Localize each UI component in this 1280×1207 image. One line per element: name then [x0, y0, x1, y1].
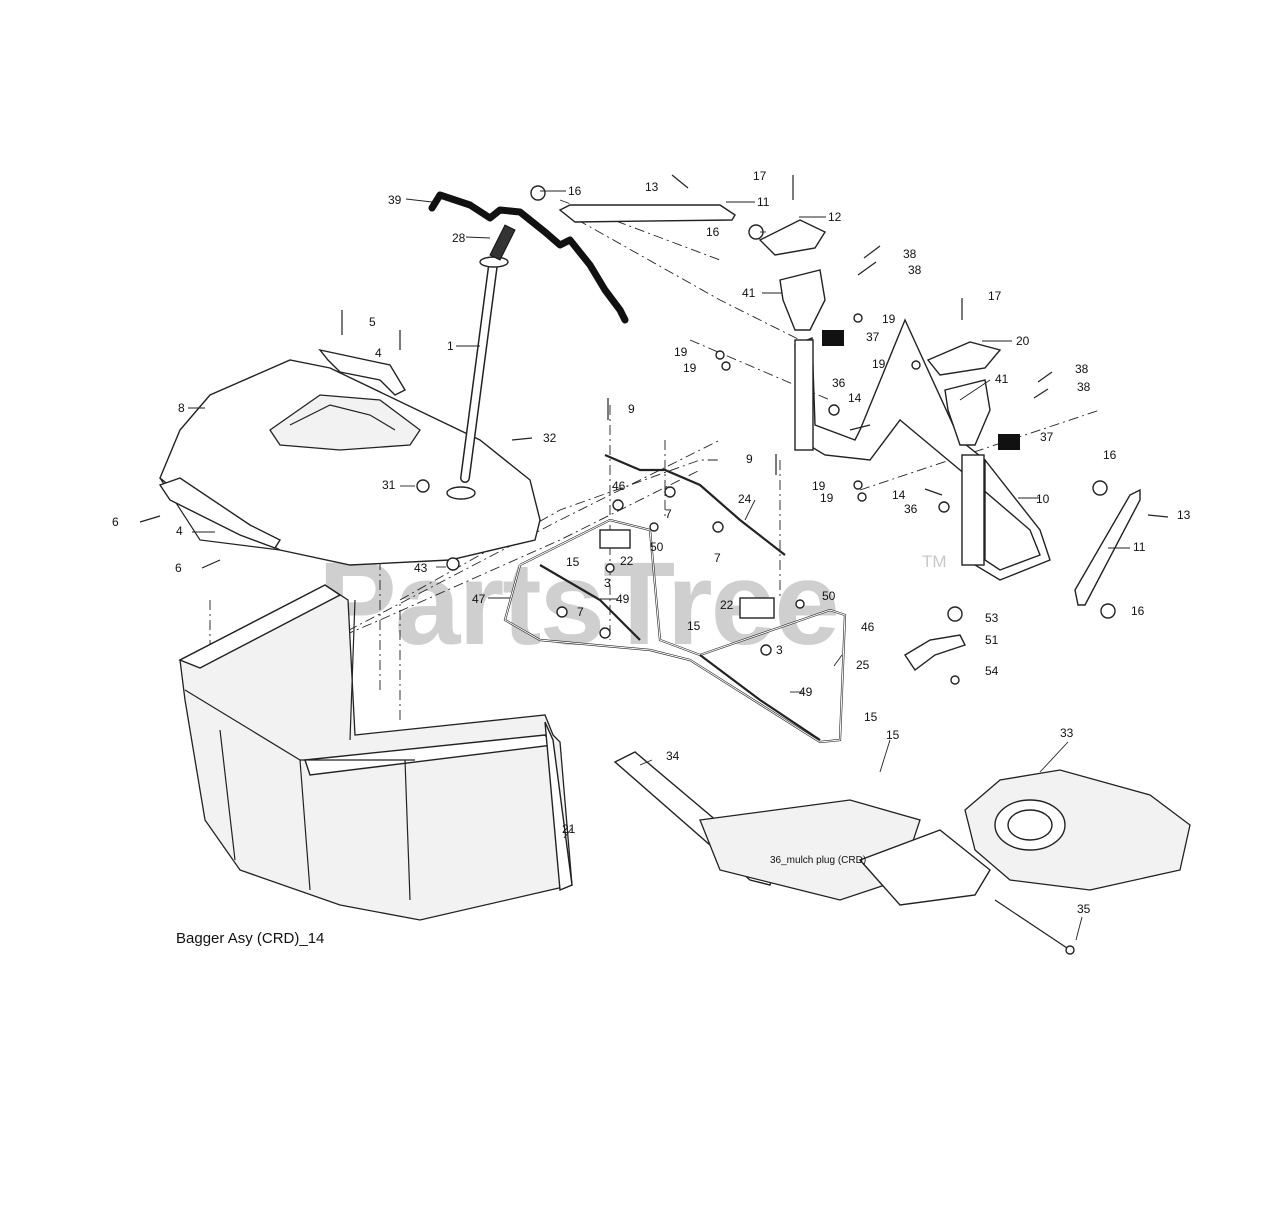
callout-13-top: 13: [645, 180, 659, 194]
callout-22-right: 22: [720, 598, 734, 612]
callout-7-c: 7: [577, 605, 584, 619]
callout-33: 33: [1060, 726, 1074, 740]
callout-8: 8: [178, 401, 185, 415]
callout-54: 54: [985, 664, 999, 678]
bagger-lid: [158, 348, 541, 566]
mounting-frame: [794, 318, 1051, 581]
callout-47: 47: [472, 592, 486, 606]
callout-38-d: 38: [1077, 380, 1091, 394]
callout-39: 39: [388, 193, 402, 207]
callout-35: 35: [1077, 902, 1091, 916]
callout-7-a: 7: [665, 507, 672, 521]
callout-15-a: 15: [566, 555, 580, 569]
callout-50-right: 50: [822, 589, 836, 603]
callout-16-mid: 16: [706, 225, 720, 239]
callout-15-b: 15: [687, 619, 701, 633]
callout-19-b: 19: [674, 345, 688, 359]
callout-51: 51: [985, 633, 999, 647]
callout-32: 32: [543, 431, 557, 445]
callout-labels: 39 28 1 5 4 8 32 31 6 4 6 43 16 13 11 16…: [112, 169, 1191, 916]
mulch-plug-note: 36_mulch plug (CRD): [770, 855, 866, 866]
callout-20: 20: [1016, 334, 1030, 348]
callout-16-top: 16: [568, 184, 582, 198]
callout-34: 34: [666, 749, 680, 763]
callout-13-right: 13: [1177, 508, 1191, 522]
callout-50-left: 50: [650, 540, 664, 554]
callout-15-d: 15: [886, 728, 900, 742]
latch-brackets: [758, 219, 1020, 450]
callout-41-right: 41: [995, 372, 1009, 386]
support-rod: [604, 453, 786, 556]
callout-41-top: 41: [742, 286, 756, 300]
diagram-caption: Bagger Asy (CRD)_14: [176, 930, 325, 947]
callout-15-c: 15: [864, 710, 878, 724]
callout-6-bottom: 6: [175, 561, 182, 575]
callout-16-bottom: 16: [1131, 604, 1145, 618]
callout-28: 28: [452, 231, 466, 245]
trademark-mark: TM: [922, 552, 947, 571]
callout-19-a: 19: [882, 312, 896, 326]
bag-frame: [503, 518, 847, 744]
callout-31: 31: [382, 478, 396, 492]
callout-11-top: 11: [757, 195, 770, 209]
grass-bag: [178, 584, 573, 921]
callout-14-top: 14: [848, 391, 862, 405]
callout-9-right: 9: [746, 452, 753, 466]
callout-3-left: 3: [604, 576, 611, 590]
callout-5: 5: [369, 315, 376, 329]
callout-14-mid: 14: [892, 488, 906, 502]
callout-12: 12: [828, 210, 842, 224]
hardware: [139, 174, 1169, 685]
callout-38-c: 38: [1075, 362, 1089, 376]
leader-lines: [188, 190, 1130, 941]
callout-19-c: 19: [683, 361, 697, 375]
lift-rod: [428, 191, 629, 324]
callout-38-b: 38: [908, 263, 922, 277]
callout-17-top: 17: [753, 169, 767, 183]
callout-43: 43: [414, 561, 428, 575]
callout-38-a: 38: [903, 247, 917, 261]
callout-17-right: 17: [988, 289, 1002, 303]
callout-36-mid: 36: [904, 502, 918, 516]
callout-10: 10: [1036, 492, 1050, 506]
callout-6-top: 6: [112, 515, 119, 529]
handle-rod: [460, 224, 516, 483]
callout-19-e: 19: [812, 479, 826, 493]
callout-49-bottom: 49: [799, 685, 813, 699]
callout-25: 25: [856, 658, 870, 672]
callout-7-b: 7: [714, 551, 721, 565]
callout-37-top: 37: [866, 330, 880, 344]
callout-46-right: 46: [861, 620, 875, 634]
callout-21: 21: [562, 822, 576, 836]
callout-11-right: 11: [1133, 540, 1146, 554]
callout-1: 1: [447, 339, 454, 353]
callout-37-right: 37: [1040, 430, 1054, 444]
callout-19-d: 19: [872, 357, 886, 371]
callout-36-top: 36: [832, 376, 846, 390]
callout-4-top: 4: [375, 346, 382, 360]
callout-19-f: 19: [820, 491, 834, 505]
callout-49-top: 49: [616, 592, 630, 606]
callout-3-right: 3: [776, 643, 783, 657]
callout-9-left: 9: [628, 402, 635, 416]
callout-53: 53: [985, 611, 999, 625]
callout-24: 24: [738, 492, 752, 506]
callout-22-left: 22: [620, 554, 634, 568]
side-brackets: [558, 204, 1141, 606]
callout-46-top: 46: [612, 479, 626, 493]
callout-4-bottom: 4: [176, 524, 183, 538]
callout-16-right: 16: [1103, 448, 1117, 462]
discharge-chute: [613, 751, 1191, 955]
